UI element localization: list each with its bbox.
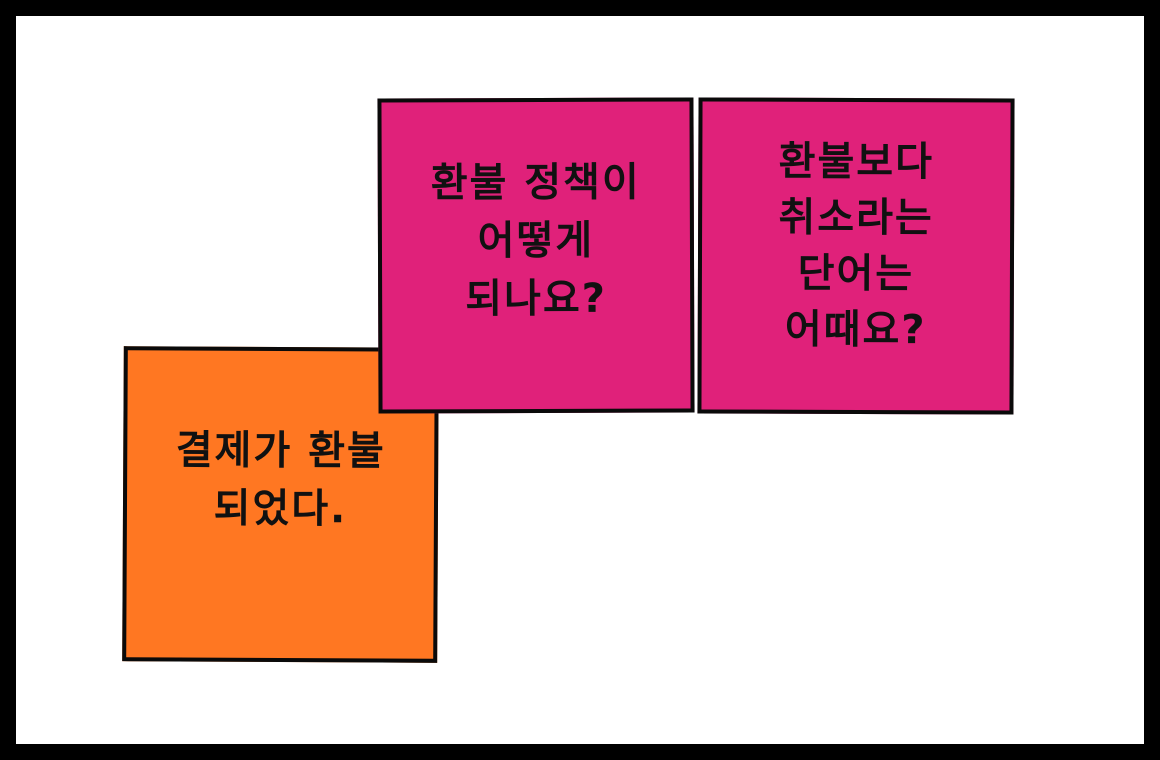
sticky-note-text: 환불 정책이 어떻게 되나요? [430, 159, 641, 322]
sticky-note-pink-cancel-word[interactable]: 환불보다 취소라는 단어는 어때요? [697, 97, 1015, 415]
sticky-note-text: 결제가 환불 되었다. [175, 426, 386, 532]
whiteboard-canvas: 결제가 환불 되었다. 환불 정책이 어떻게 되나요? 환불보다 취소라는 단어… [16, 16, 1144, 744]
sticky-note-text: 환불보다 취소라는 단어는 어때요? [778, 138, 935, 354]
sticky-note-pink-refund-policy[interactable]: 환불 정책이 어떻게 되나요? [377, 97, 695, 414]
